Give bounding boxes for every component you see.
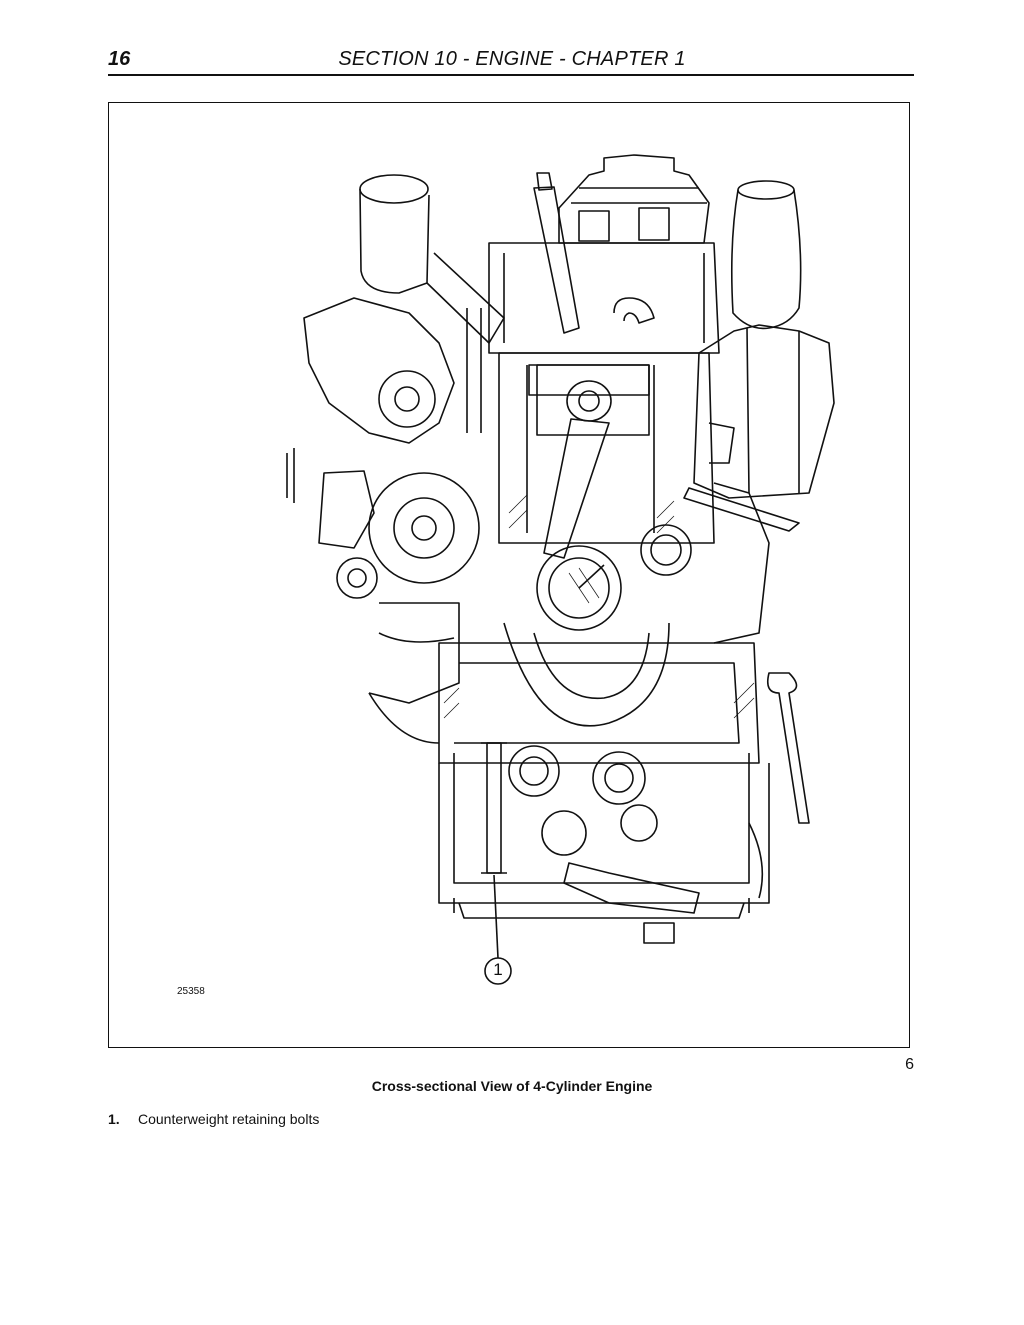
callout-label: 1 [493,960,503,979]
header-rule [108,74,914,76]
legend-item-text: Counterweight retaining bolts [138,1111,320,1127]
legend-item: 1. Counterweight retaining bolts [108,1111,319,1127]
figure-frame: 25358 1 [108,102,910,1048]
engine-cross-section-drawing [286,154,835,985]
figure-number: 6 [905,1056,914,1073]
figure-id-code: 25358 [177,986,205,997]
section-title: SECTION 10 - ENGINE - CHAPTER 1 [338,48,686,70]
legend-item-number: 1. [108,1111,120,1127]
page-number: 16 [108,48,131,70]
figure-caption: Cross-sectional View of 4-Cylinder Engin… [371,1078,653,1094]
